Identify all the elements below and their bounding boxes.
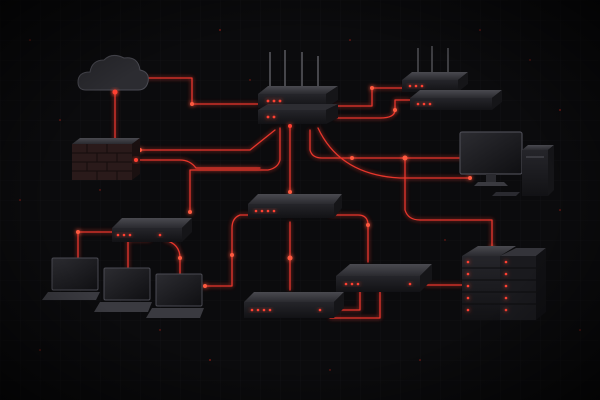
network-diagram (0, 0, 600, 400)
vignette (0, 0, 600, 400)
network-diagram-svg (0, 0, 600, 400)
